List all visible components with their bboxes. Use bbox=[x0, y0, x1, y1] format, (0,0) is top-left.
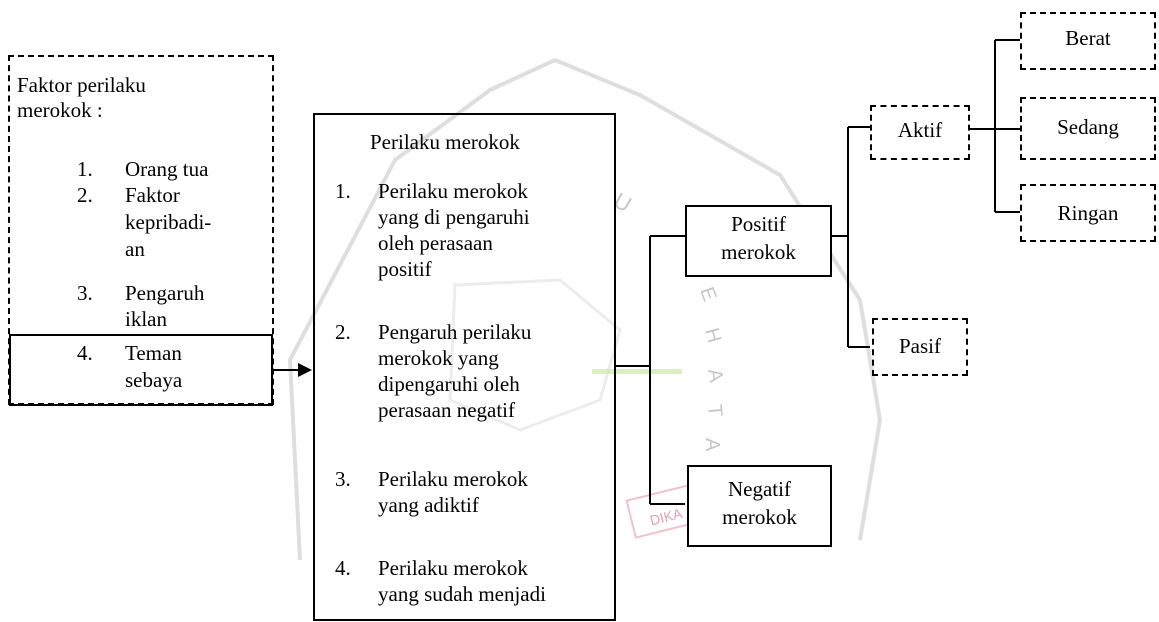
active-label: Aktif bbox=[897, 118, 943, 142]
svg-text:A: A bbox=[703, 367, 727, 385]
factors-title-line2: merokok : bbox=[17, 98, 103, 122]
behavior-4-line2: yang sudah menjadi bbox=[378, 582, 546, 606]
factor-3-number: 3. bbox=[77, 281, 93, 305]
behavior-2-line4: perasaan negatif bbox=[378, 398, 516, 422]
passive-label: Pasif bbox=[899, 334, 941, 358]
factor-4-line2: sebaya bbox=[125, 368, 183, 392]
factor-2-number: 2. bbox=[77, 183, 93, 207]
behavior-1-line2: yang di pengaruhi bbox=[378, 205, 530, 229]
svg-text:DIKA: DIKA bbox=[648, 505, 684, 529]
light-box bbox=[1020, 184, 1156, 242]
behavior-2-number: 2. bbox=[335, 320, 351, 344]
behavior-2-line1: Pengaruh perilaku bbox=[378, 320, 532, 344]
light-label: Ringan bbox=[1057, 201, 1119, 225]
factors-title-line1: Faktor perilaku bbox=[17, 73, 146, 97]
behavior-1-line3: oleh perasaan bbox=[378, 231, 493, 255]
svg-text:A: A bbox=[701, 438, 723, 452]
positive-line2: merokok bbox=[721, 240, 796, 264]
behavior-3-number: 3. bbox=[335, 467, 351, 491]
behavior-title: Perilaku merokok bbox=[370, 130, 520, 154]
behavior-4-line1: Perilaku merokok bbox=[378, 556, 528, 580]
negative-line2: merokok bbox=[722, 505, 797, 529]
factor-4-box bbox=[9, 334, 273, 406]
behavior-1-line4: positif bbox=[378, 257, 432, 281]
factor-2-line3: an bbox=[125, 237, 145, 261]
factor-3-line2: iklan bbox=[125, 307, 167, 331]
behavior-box bbox=[313, 113, 616, 621]
behavior-2-line2: merokok yang bbox=[378, 346, 499, 370]
factor-1-number: 1. bbox=[77, 157, 93, 181]
negative-box bbox=[687, 465, 832, 547]
behavior-2-line3: dipengaruhi oleh bbox=[378, 372, 520, 396]
svg-text:T: T bbox=[703, 404, 726, 418]
negative-line1: Negatif bbox=[728, 477, 791, 501]
behavior-3-line1: Perilaku merokok bbox=[378, 467, 528, 491]
passive-box bbox=[872, 318, 968, 376]
positive-line1: Positif bbox=[731, 212, 786, 236]
svg-text:H: H bbox=[700, 326, 725, 346]
active-box bbox=[870, 105, 970, 160]
factor-1-text: Orang tua bbox=[125, 157, 209, 181]
behavior-1-number: 1. bbox=[335, 179, 351, 203]
behavior-3-line2: yang adiktif bbox=[378, 493, 479, 517]
behavior-4-number: 4. bbox=[335, 556, 351, 580]
factor-2-line2: kepribadi- bbox=[125, 210, 212, 234]
heavy-label: Berat bbox=[1065, 26, 1111, 50]
medium-label: Sedang bbox=[1057, 115, 1119, 139]
medium-box bbox=[1020, 97, 1156, 160]
heavy-box bbox=[1020, 12, 1156, 70]
factor-4-line1: Teman bbox=[125, 341, 182, 365]
factor-2-line1: Faktor bbox=[125, 183, 180, 207]
factor-4-number: 4. bbox=[77, 341, 93, 365]
behavior-1-line1: Perilaku merokok bbox=[378, 179, 528, 203]
positive-box bbox=[685, 205, 832, 277]
factor-3-line1: Pengaruh bbox=[125, 281, 205, 305]
